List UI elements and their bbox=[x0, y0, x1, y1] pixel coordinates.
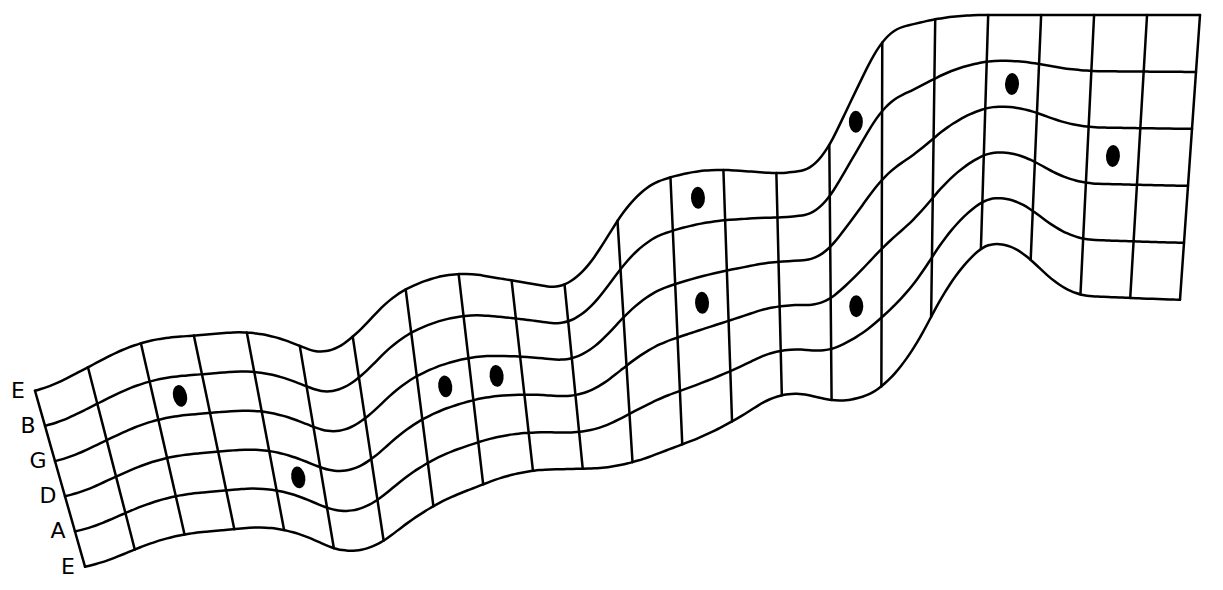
guitar-string bbox=[75, 198, 1184, 531]
fret-line bbox=[1180, 15, 1200, 300]
fret-line bbox=[300, 346, 334, 548]
string-label: E bbox=[57, 554, 79, 580]
fret-line bbox=[35, 391, 85, 567]
fret-line bbox=[141, 343, 185, 534]
fret-line bbox=[512, 280, 533, 470]
fret-line bbox=[931, 19, 935, 317]
string-label: D bbox=[37, 483, 59, 509]
fret-line bbox=[776, 173, 781, 395]
fret-line bbox=[88, 367, 135, 549]
fret-line bbox=[194, 336, 234, 530]
guitar-string bbox=[35, 15, 1200, 391]
fret-line bbox=[1080, 15, 1094, 295]
finger-dot bbox=[488, 364, 504, 387]
fret-line bbox=[247, 332, 284, 530]
finger-dot bbox=[849, 111, 863, 133]
string-label: G bbox=[27, 448, 49, 474]
fret-line bbox=[829, 145, 831, 400]
string-label: E bbox=[7, 378, 29, 404]
guitar-string bbox=[55, 107, 1192, 462]
fret-line bbox=[723, 170, 732, 422]
finger-dot bbox=[849, 295, 863, 317]
string-label: A bbox=[47, 518, 69, 544]
fret-line bbox=[981, 15, 988, 249]
fret-line bbox=[1130, 15, 1147, 298]
finger-dot bbox=[1105, 145, 1120, 168]
finger-dot bbox=[171, 384, 189, 408]
fret-line bbox=[618, 221, 633, 462]
finger-dot bbox=[691, 187, 706, 210]
fret-line bbox=[353, 337, 384, 541]
fret-line bbox=[565, 285, 583, 469]
fret-line bbox=[880, 42, 883, 386]
fret-line bbox=[459, 274, 484, 484]
fret-line bbox=[1031, 15, 1041, 260]
finger-dot bbox=[1005, 73, 1020, 96]
fret-line bbox=[406, 289, 434, 506]
finger-dot bbox=[695, 292, 710, 315]
fret-line bbox=[670, 177, 682, 444]
finger-dot bbox=[289, 465, 307, 489]
finger-dot bbox=[437, 375, 454, 399]
guitar-string bbox=[85, 244, 1180, 567]
string-label: B bbox=[17, 413, 39, 439]
